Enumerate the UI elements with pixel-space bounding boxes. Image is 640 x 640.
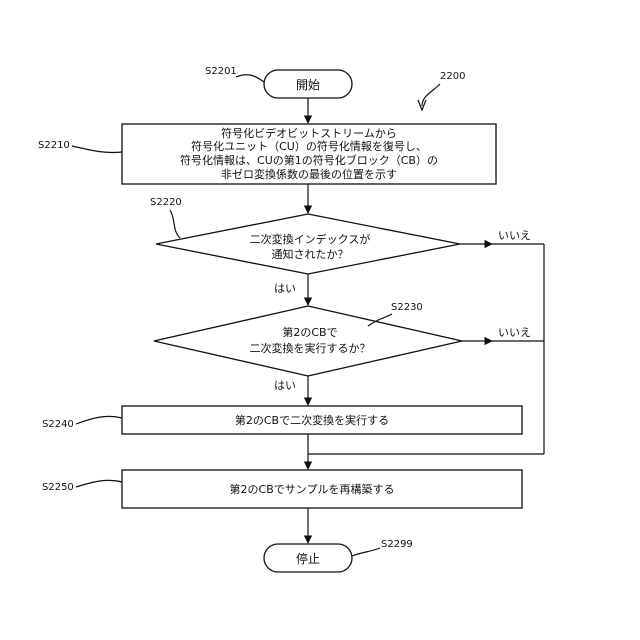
decision-s2220-line-1: 二次変換インデックスが (250, 232, 371, 246)
start-ref-label: S2201 (205, 66, 237, 77)
step-s2250-ref-leader (76, 480, 122, 487)
end-ref-label: S2299 (381, 539, 413, 550)
start-ref-leader (236, 75, 264, 82)
decision-s2220-line-2: 通知されたか？ (272, 247, 349, 261)
start-text: 開始 (296, 78, 320, 92)
step-s2240-ref-leader (76, 416, 122, 424)
step-s2210-ref-label: S2210 (38, 140, 70, 151)
decision-s2220-ref-label: S2220 (150, 197, 182, 208)
step-s2240-ref-label: S2240 (42, 419, 74, 430)
decision-s2230-yes-label: はい (274, 379, 296, 392)
decision-s2220-no-label: いいえ (498, 229, 531, 242)
step-s2210-line-1: 符号化ビデオビットストリームから (221, 126, 397, 140)
end-ref-leader (352, 548, 380, 556)
step-s2210-ref-leader (72, 146, 122, 153)
step-s2210-line-2: 符号化ユニット（CU）の符号化情報を復号し、 (191, 139, 427, 153)
decision-s2230-diamond (154, 306, 462, 376)
decision-s2220-yes-label: はい (274, 282, 296, 295)
step-s2240-text: 第2のCBで二次変換を実行する (235, 413, 389, 427)
step-s2250-ref-label: S2250 (42, 482, 74, 493)
step-s2250-text: 第2のCBでサンプルを再構築する (230, 482, 395, 496)
decision-s2230-line-1: 第2のCBで (282, 325, 337, 339)
end-text: 停止 (296, 551, 320, 566)
step-s2210-line-4: 非ゼロ変換係数の最後の位置を示す (221, 167, 397, 181)
step-s2210-line-3: 符号化情報は、CUの第1の符号化ブロック（CB）の (180, 153, 438, 167)
decision-s2230-no-label: いいえ (498, 326, 531, 339)
decision-s2230-ref-label: S2230 (391, 302, 423, 313)
decision-s2230-line-2: 二次変換を実行するか？ (250, 341, 371, 355)
decision-s2220-ref-leader (170, 210, 180, 238)
figure-number-label: 2200 (440, 71, 465, 82)
